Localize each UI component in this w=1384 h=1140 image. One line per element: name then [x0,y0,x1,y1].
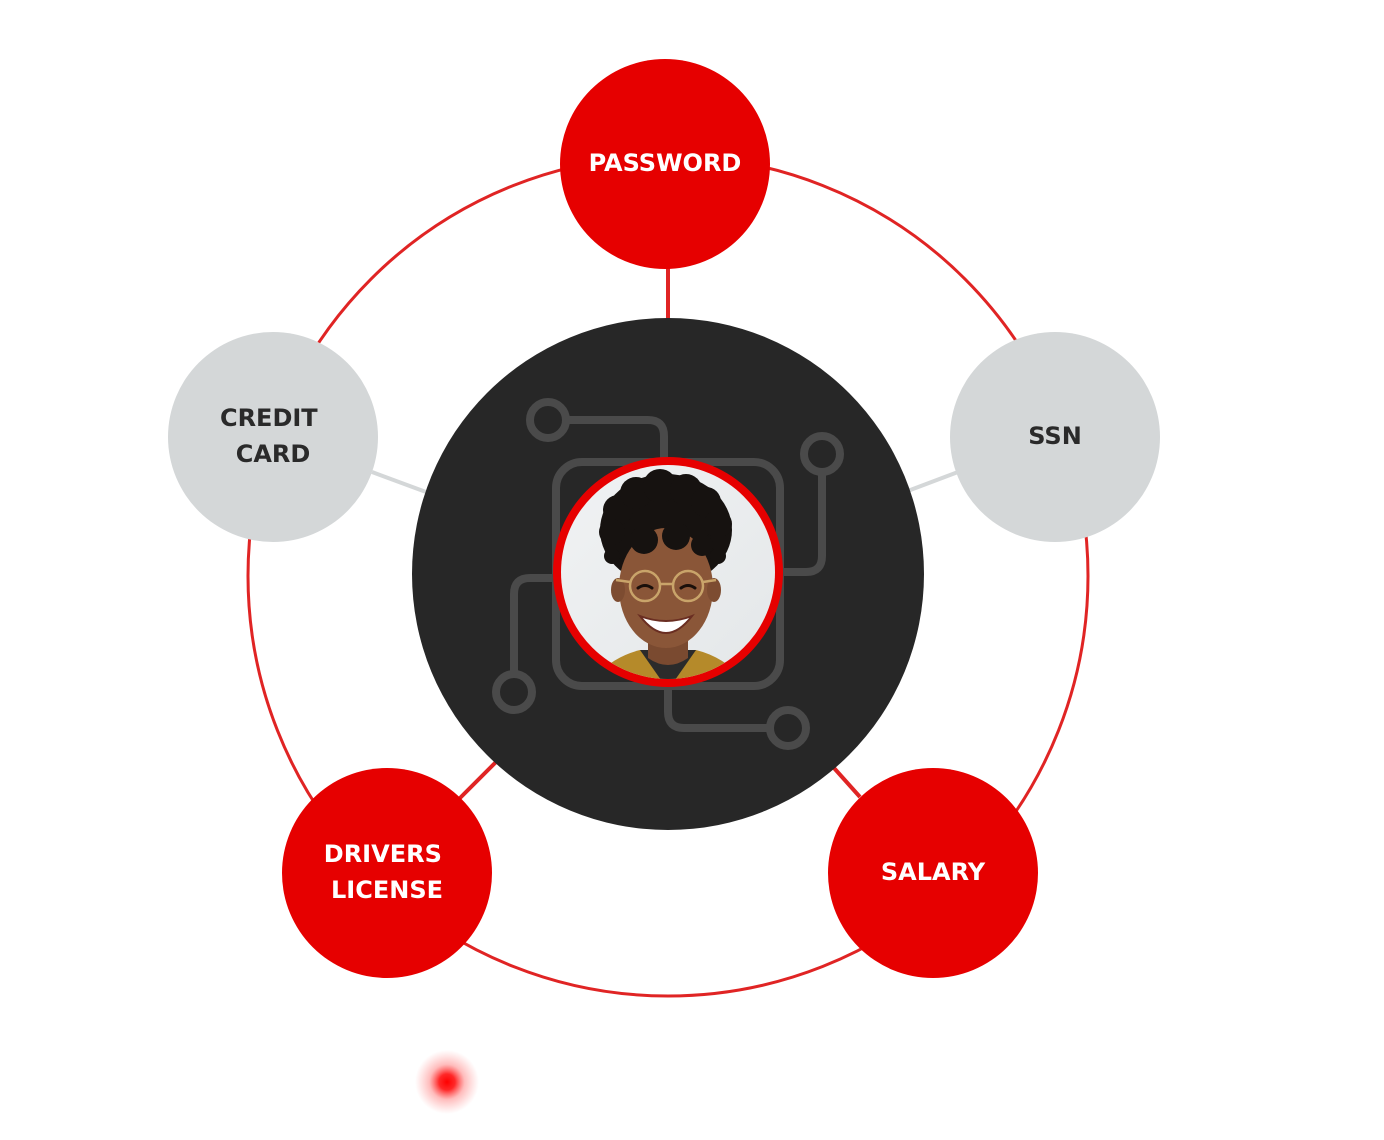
node-ssn-circle [950,332,1160,542]
node-password: PASSWORD [560,59,770,269]
node-password-label: PASSWORD [589,149,742,177]
node-drivers-license-label: DRIVERS LICENSE [324,840,450,904]
connectors [371,262,959,802]
node-salary: SALARY [828,768,1038,978]
connector-ssn [904,470,959,494]
node-credit-card: CREDIT CARD [168,332,378,542]
node-credit-card-label-line-1: CREDIT [220,404,318,432]
node-ssn: SSN [950,332,1160,542]
node-password-label-line-1: PASSWORD [589,149,742,177]
node-salary-circle [828,768,1038,978]
connector-credit-card [371,470,427,494]
node-credit-card-circle [168,332,378,542]
person-avatar-icon [553,457,783,687]
node-credit-card-label: CREDIT CARD [220,404,326,468]
node-drivers-license-label-line-1: DRIVERS [324,840,442,868]
node-ssn-label: SSN [1028,422,1082,450]
node-salary-label: SALARY [881,858,986,886]
node-salary-label-line-1: SALARY [881,858,986,886]
node-drivers-license: DRIVERS LICENSE [282,768,492,978]
red-glow-dot-icon [415,1050,479,1114]
node-drivers-license-circle [282,768,492,978]
node-credit-card-label-line-2: CARD [236,440,311,468]
connector-salary [832,766,862,799]
node-ssn-label-line-1: SSN [1028,422,1082,450]
node-password-circle [560,59,770,269]
node-drivers-license-label-line-2: LICENSE [331,876,443,904]
connector-drivers-license [456,760,498,802]
